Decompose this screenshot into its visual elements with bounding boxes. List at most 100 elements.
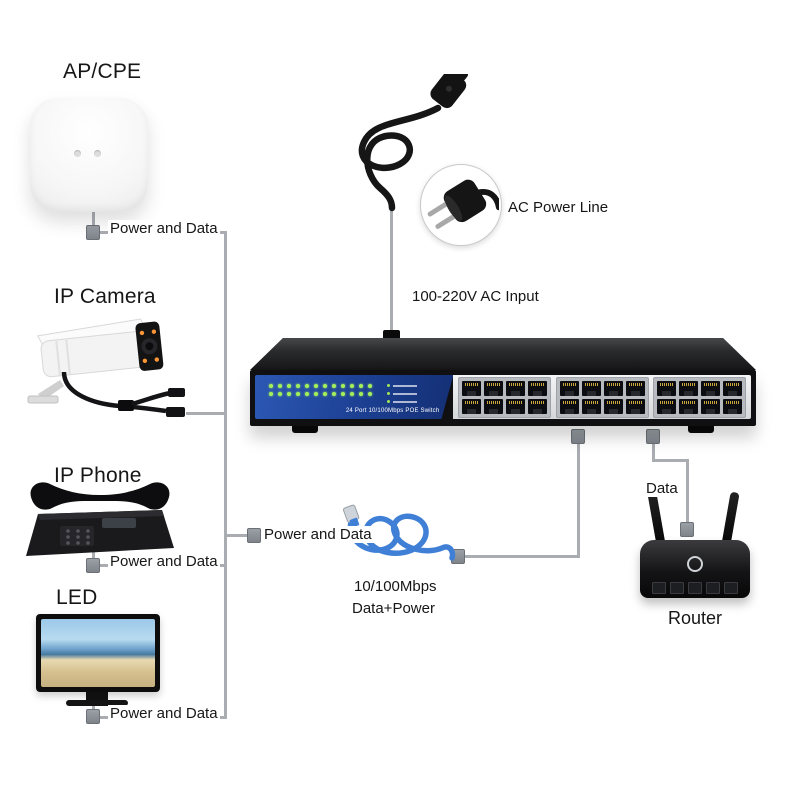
rj45-port	[679, 398, 699, 414]
rj45-port	[581, 380, 601, 396]
ap-device	[30, 98, 148, 212]
tv-stand-base	[66, 700, 128, 706]
cable-line	[224, 534, 254, 537]
router-port	[688, 582, 702, 594]
led-indicator	[314, 392, 318, 396]
cable-line	[686, 459, 689, 525]
rj45-port	[625, 380, 645, 396]
rj45-port	[603, 398, 623, 414]
cable-mode-label: Data+Power	[350, 600, 437, 617]
rj45-port	[484, 380, 504, 396]
router-antenna-left	[647, 491, 666, 547]
power-and-data-label: Power and Data	[262, 526, 374, 543]
led-indicator	[359, 392, 363, 396]
router-port	[670, 582, 684, 594]
switch-port-panel	[453, 375, 751, 419]
data-label: Data	[644, 480, 680, 497]
legend-text-placeholder	[393, 392, 417, 395]
rj45-port	[701, 380, 721, 396]
rj45-port	[559, 398, 579, 414]
plug-prongs-icon	[427, 179, 499, 229]
led-indicator	[314, 384, 318, 388]
led-label: LED	[56, 586, 98, 609]
cable-connector	[680, 522, 694, 537]
rj45-port	[581, 398, 601, 414]
legend-text-placeholder	[393, 384, 417, 387]
led-indicator	[350, 384, 354, 388]
switch-top-face	[250, 338, 756, 370]
rj45-port	[528, 380, 548, 396]
ip-camera-graphic	[27, 318, 185, 417]
led-indicator	[287, 392, 291, 396]
led-indicator	[350, 392, 354, 396]
rj45-port	[462, 380, 482, 396]
cable-connector	[571, 429, 585, 444]
switch-front-face: 24 Port 10/100Mbps POE Switch	[250, 370, 756, 426]
rj45-port	[701, 398, 721, 414]
cable-line	[652, 459, 689, 462]
power-and-data-label: Power and Data	[108, 705, 220, 722]
tv-screen	[41, 619, 155, 687]
ac-power-cord-graphic	[358, 74, 469, 212]
poe-switch-device: 24 Port 10/100Mbps POE Switch	[250, 338, 756, 438]
cable-connector	[86, 558, 100, 573]
led-indicator	[269, 392, 273, 396]
led-indicator	[287, 384, 291, 388]
led-indicator	[278, 392, 282, 396]
led-indicator	[368, 384, 372, 388]
switch-legend	[387, 384, 417, 403]
cable-line	[92, 212, 95, 234]
rj45-port	[603, 380, 623, 396]
legend-row	[387, 400, 417, 403]
rj45-port	[679, 380, 699, 396]
power-and-data-label: Power and Data	[108, 553, 220, 570]
led-indicator	[278, 384, 282, 388]
led-indicator	[296, 384, 300, 388]
switch-status-panel: 24 Port 10/100Mbps POE Switch	[255, 375, 454, 419]
rj45-port	[506, 380, 526, 396]
cable-connector	[646, 429, 660, 444]
switch-foot	[292, 426, 318, 433]
cable-speed-label: 10/100Mbps	[352, 578, 439, 595]
rj45-port	[506, 398, 526, 414]
tv-stand-neck	[86, 692, 108, 701]
legend-text-placeholder	[393, 400, 417, 403]
cable-line	[652, 440, 655, 462]
cable-bus-line	[224, 231, 227, 719]
led-indicator	[341, 384, 345, 388]
port-group	[458, 376, 552, 418]
rj45-port	[484, 398, 504, 414]
camera-label: IP Camera	[54, 285, 156, 308]
router-ports	[652, 582, 738, 594]
rj45-port	[723, 380, 743, 396]
led-indicator	[368, 392, 372, 396]
led-tv	[36, 614, 160, 692]
led-indicator	[323, 384, 327, 388]
legend-dot	[387, 400, 390, 403]
cable-connector	[86, 225, 100, 240]
router-logo-icon	[687, 556, 703, 573]
legend-dot	[387, 384, 390, 387]
switch-model-label: 24 Port 10/100Mbps POE Switch	[345, 408, 440, 414]
ac-input-label: 100-220V AC Input	[410, 288, 541, 305]
cable-connector	[86, 709, 100, 724]
legend-row	[387, 384, 417, 387]
router-label: Router	[668, 608, 723, 628]
plug-closeup-inset	[420, 164, 502, 246]
led-indicator	[305, 392, 309, 396]
rj45-port	[657, 380, 677, 396]
ip-phone-graphic	[26, 482, 174, 556]
led-indicator	[341, 392, 345, 396]
router-device	[640, 540, 750, 598]
legend-row	[387, 392, 417, 395]
power-and-data-label: Power and Data	[108, 220, 220, 237]
cable-connector	[247, 528, 261, 543]
legend-dot	[387, 392, 390, 395]
led-indicator	[359, 384, 363, 388]
router-antenna-right	[721, 491, 740, 547]
cable-line	[460, 555, 580, 558]
led-indicator	[269, 384, 273, 388]
rj45-port	[625, 398, 645, 414]
led-indicator	[332, 392, 336, 396]
